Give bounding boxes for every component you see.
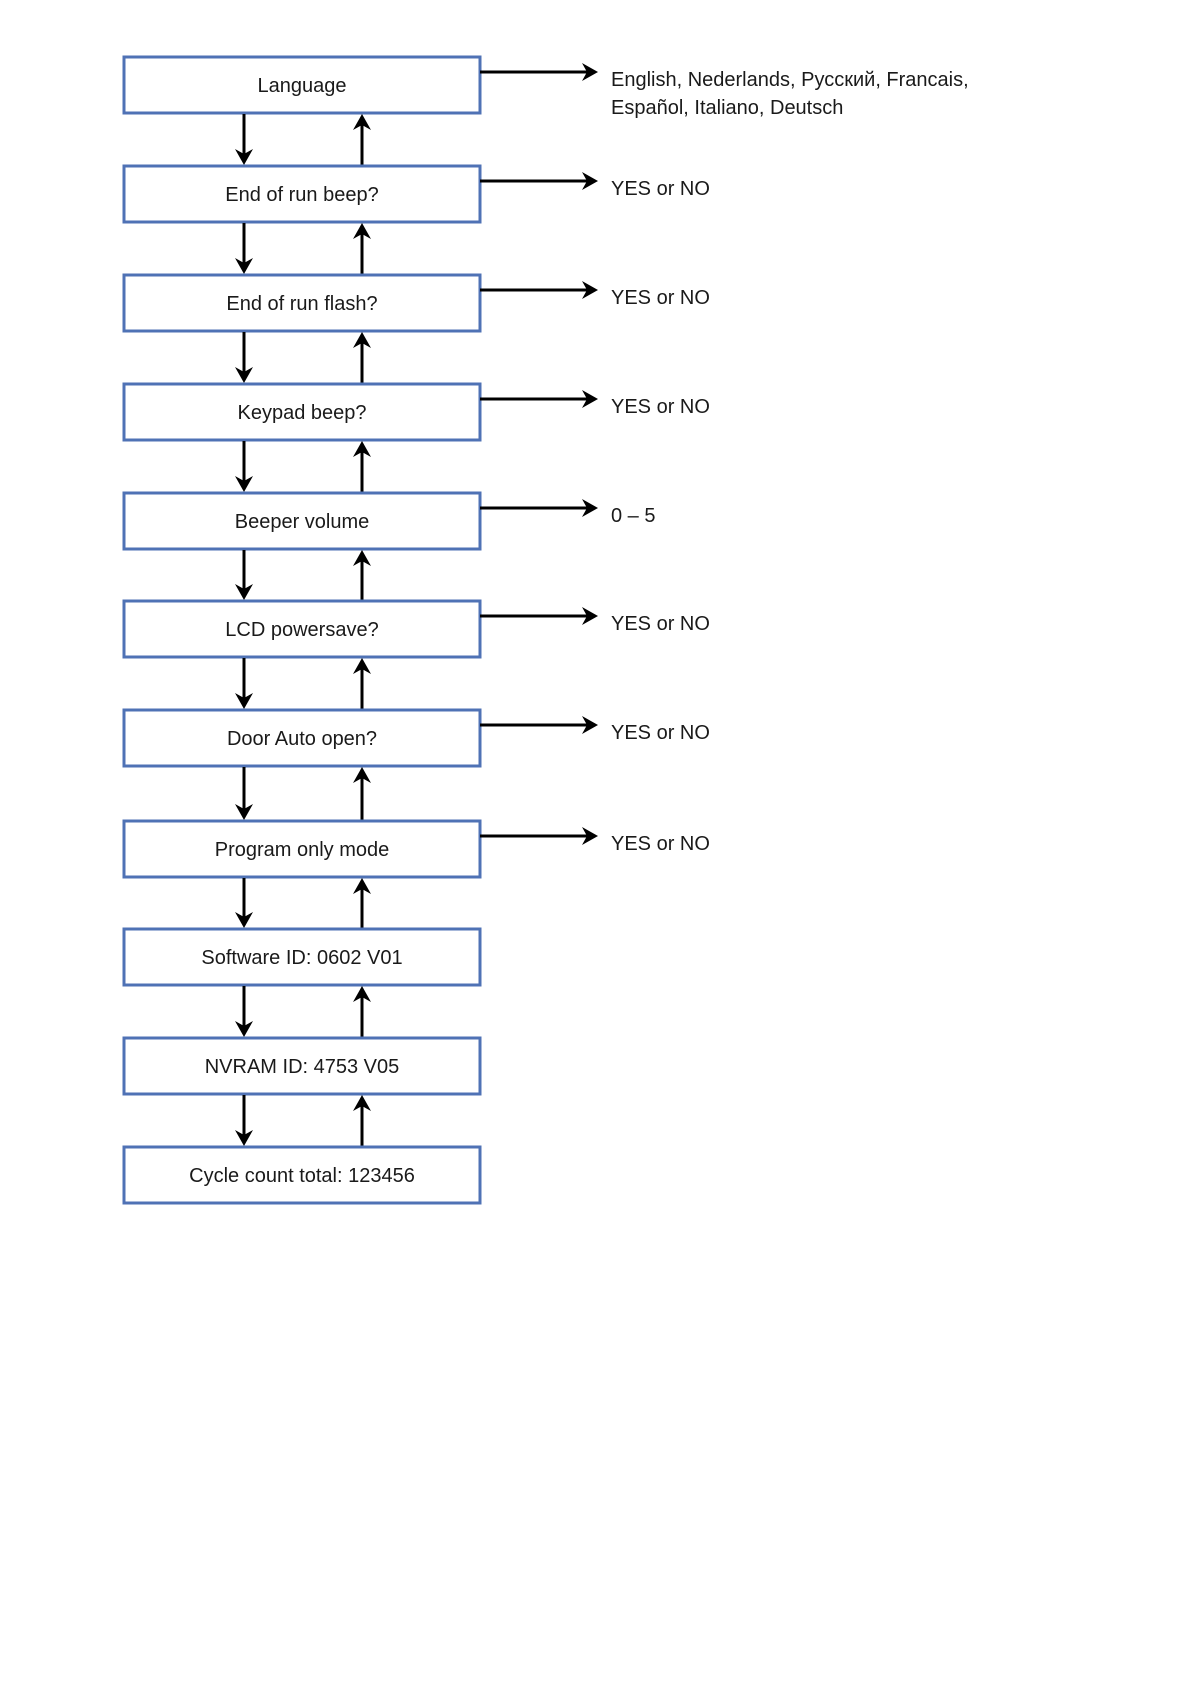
- down-arrow-icon: [235, 1021, 253, 1037]
- up-arrow-icon: [353, 550, 371, 566]
- step-connector: [235, 878, 371, 928]
- step-label: LCD powersave?: [225, 619, 378, 641]
- step-box: [122, 1145, 482, 1205]
- option-text: YES or NO: [611, 178, 710, 200]
- step-connector: [235, 767, 371, 820]
- right-arrow-icon: [582, 607, 598, 625]
- option-text: English, Nederlands, Русский, Francais,: [611, 69, 969, 91]
- option-text: 0 – 5: [611, 505, 655, 527]
- step-label: Language: [258, 75, 347, 97]
- right-arrow-icon: [582, 390, 598, 408]
- flow-step: NVRAM ID: 4753 V05: [122, 1036, 482, 1096]
- up-arrow-icon: [353, 332, 371, 348]
- up-arrow-icon: [353, 986, 371, 1002]
- step-box: [122, 927, 482, 987]
- step-box: [122, 273, 482, 333]
- step-label: Software ID: 0602 V01: [201, 947, 402, 969]
- flow-step: End of run beep? YES or NO: [122, 164, 710, 224]
- flow-step: LCD powersave? YES or NO: [122, 599, 710, 659]
- step-box: [122, 819, 482, 879]
- up-arrow-icon: [353, 658, 371, 674]
- step-label: End of run flash?: [226, 293, 377, 315]
- option-text: Español, Italiano, Deutsch: [611, 97, 843, 119]
- up-arrow-icon: [353, 1095, 371, 1111]
- step-box: [122, 164, 482, 224]
- down-arrow-icon: [235, 149, 253, 165]
- right-arrow-icon: [582, 716, 598, 734]
- flow-step: Door Auto open? YES or NO: [122, 708, 710, 768]
- step-label: Program only mode: [215, 839, 390, 861]
- down-arrow-icon: [235, 912, 253, 928]
- down-arrow-icon: [235, 584, 253, 600]
- step-label: End of run beep?: [225, 184, 378, 206]
- step-label: NVRAM ID: 4753 V05: [205, 1056, 400, 1078]
- right-arrow-icon: [582, 499, 598, 517]
- step-box: [122, 491, 482, 551]
- right-arrow-icon: [582, 172, 598, 190]
- option-text: YES or NO: [611, 396, 710, 418]
- step-box: [122, 708, 482, 768]
- flow-step: Beeper volume 0 – 5: [122, 491, 655, 551]
- up-arrow-icon: [353, 441, 371, 457]
- up-arrow-icon: [353, 878, 371, 894]
- flow-step: Software ID: 0602 V01: [122, 927, 482, 987]
- step-label: Beeper volume: [235, 511, 370, 533]
- step-box: [122, 599, 482, 659]
- step-connector: [235, 441, 371, 492]
- step-label: Door Auto open?: [227, 728, 377, 750]
- down-arrow-icon: [235, 367, 253, 383]
- flow-step: End of run flash? YES or NO: [122, 273, 710, 333]
- step-connector: [235, 223, 371, 274]
- down-arrow-icon: [235, 258, 253, 274]
- up-arrow-icon: [353, 114, 371, 130]
- step-box: [122, 55, 482, 115]
- option-text: YES or NO: [611, 833, 710, 855]
- down-arrow-icon: [235, 693, 253, 709]
- step-connector: [235, 114, 371, 165]
- step-connector: [235, 1095, 371, 1146]
- step-connector: [235, 986, 371, 1037]
- step-connector: [235, 332, 371, 383]
- up-arrow-icon: [353, 223, 371, 239]
- flow-step: Keypad beep? YES or NO: [122, 382, 710, 442]
- right-arrow-icon: [582, 827, 598, 845]
- step-box: [122, 382, 482, 442]
- right-arrow-icon: [582, 281, 598, 299]
- flow-step: Program only mode YES or NO: [122, 819, 710, 879]
- option-text: YES or NO: [611, 722, 710, 744]
- down-arrow-icon: [235, 804, 253, 820]
- flow-step: Cycle count total: 123456: [122, 1145, 482, 1205]
- flow-step: Language English, Nederlands, Русский, Fr…: [122, 55, 969, 119]
- right-arrow-icon: [582, 63, 598, 81]
- up-arrow-icon: [353, 767, 371, 783]
- down-arrow-icon: [235, 1130, 253, 1146]
- option-text: YES or NO: [611, 287, 710, 309]
- down-arrow-icon: [235, 476, 253, 492]
- step-box: [122, 1036, 482, 1096]
- option-text: YES or NO: [611, 613, 710, 635]
- step-connector: [235, 550, 371, 600]
- step-connector: [235, 658, 371, 709]
- step-label: Keypad beep?: [237, 402, 366, 424]
- step-label: Cycle count total: 123456: [189, 1165, 415, 1187]
